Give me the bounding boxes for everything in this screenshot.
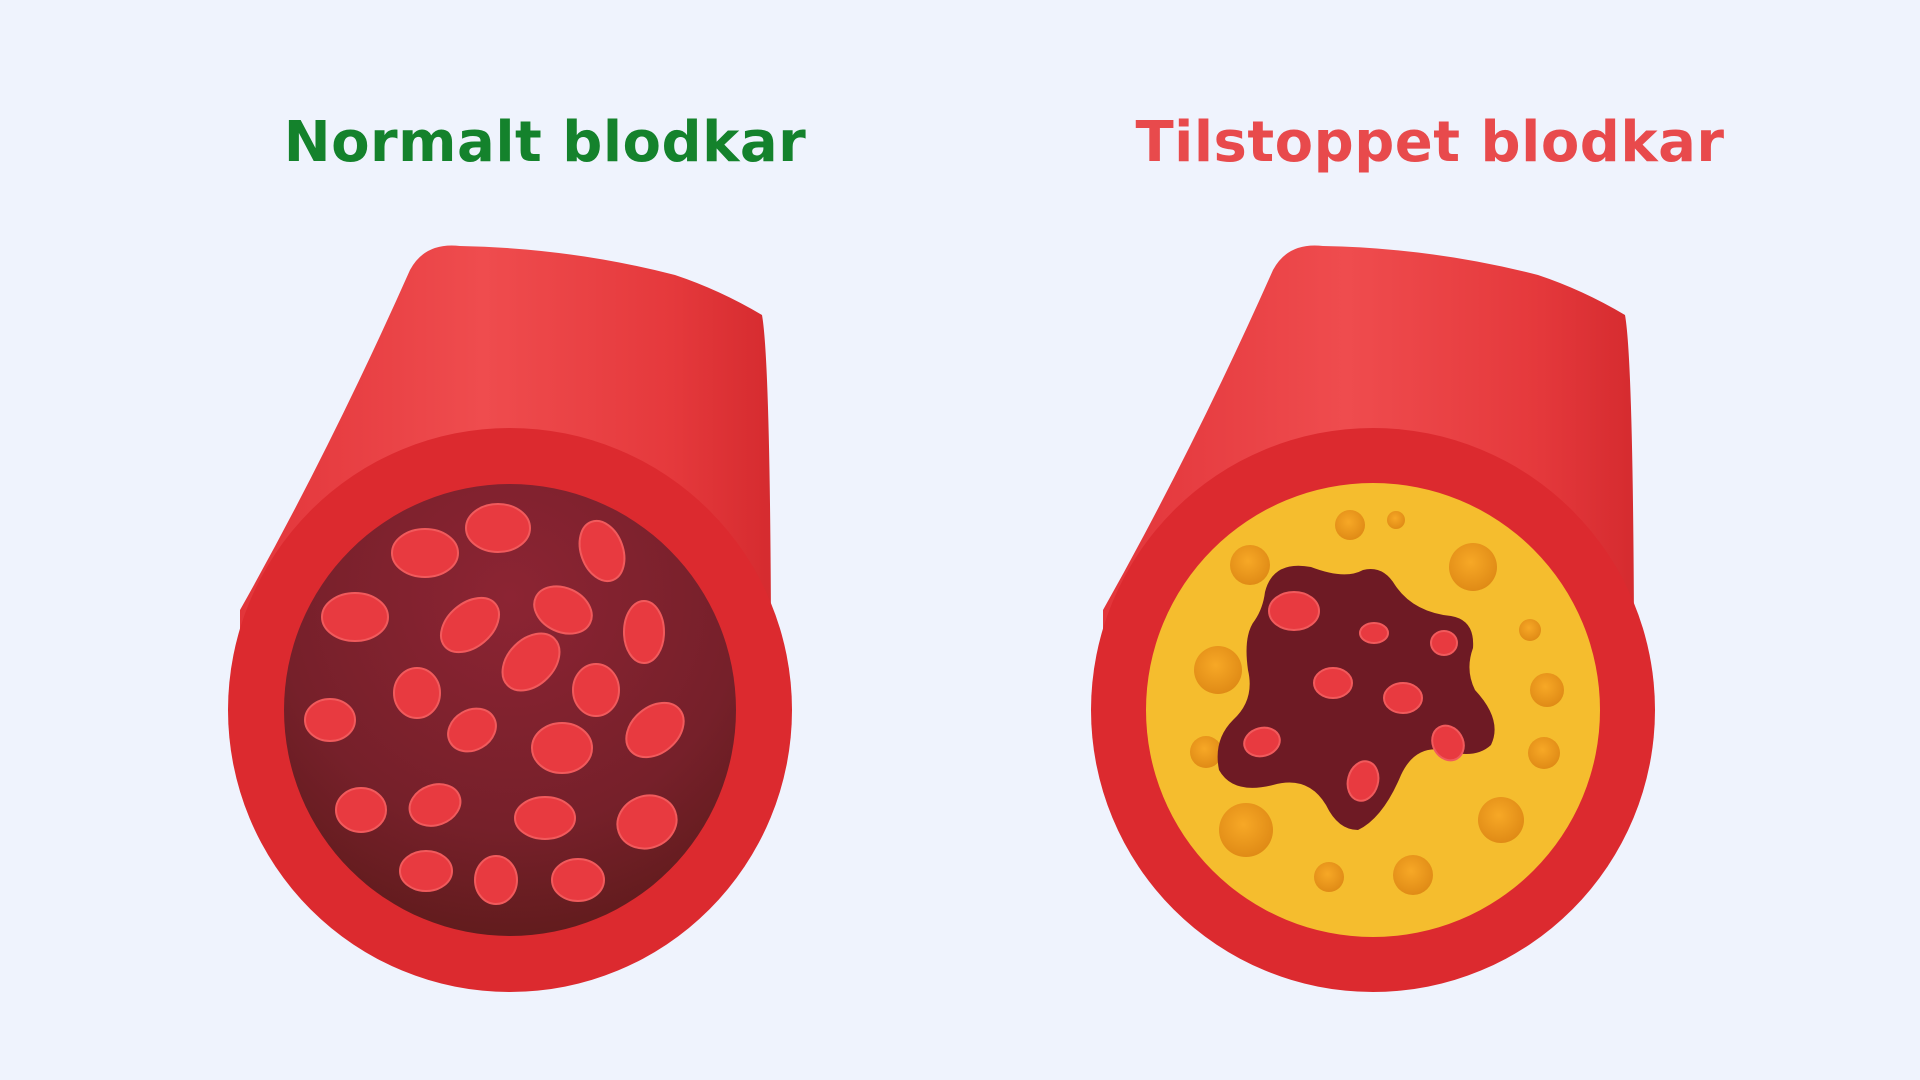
blocked-vessel-title: Tilstoppet blodkar: [1135, 110, 1725, 175]
red-blood-cells: [1243, 591, 1465, 802]
red-blood-cells: [304, 503, 685, 905]
normal-blood-vessel-icon: [228, 245, 792, 992]
plaque-deposits: [1190, 510, 1564, 895]
normal-vessel-title: Normalt blodkar: [283, 110, 807, 175]
blocked-blood-vessel-icon: [1091, 245, 1655, 992]
narrowed-lumen: [1217, 565, 1495, 830]
